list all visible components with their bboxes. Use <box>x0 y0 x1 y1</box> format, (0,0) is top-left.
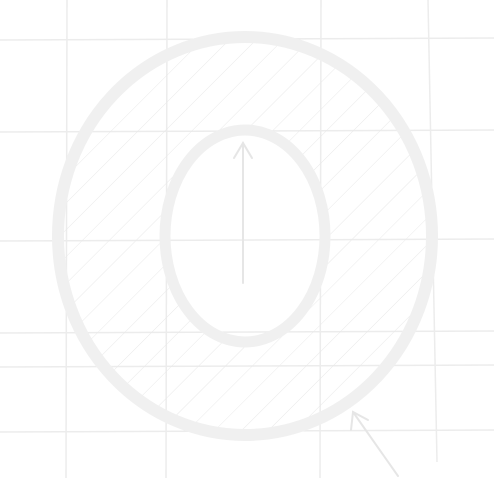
up-arrow-icon <box>233 141 253 284</box>
letter-o-outer-contour <box>52 31 438 441</box>
pointer-arrow-icon <box>350 410 399 477</box>
letter-o-inner-contour <box>159 124 331 348</box>
